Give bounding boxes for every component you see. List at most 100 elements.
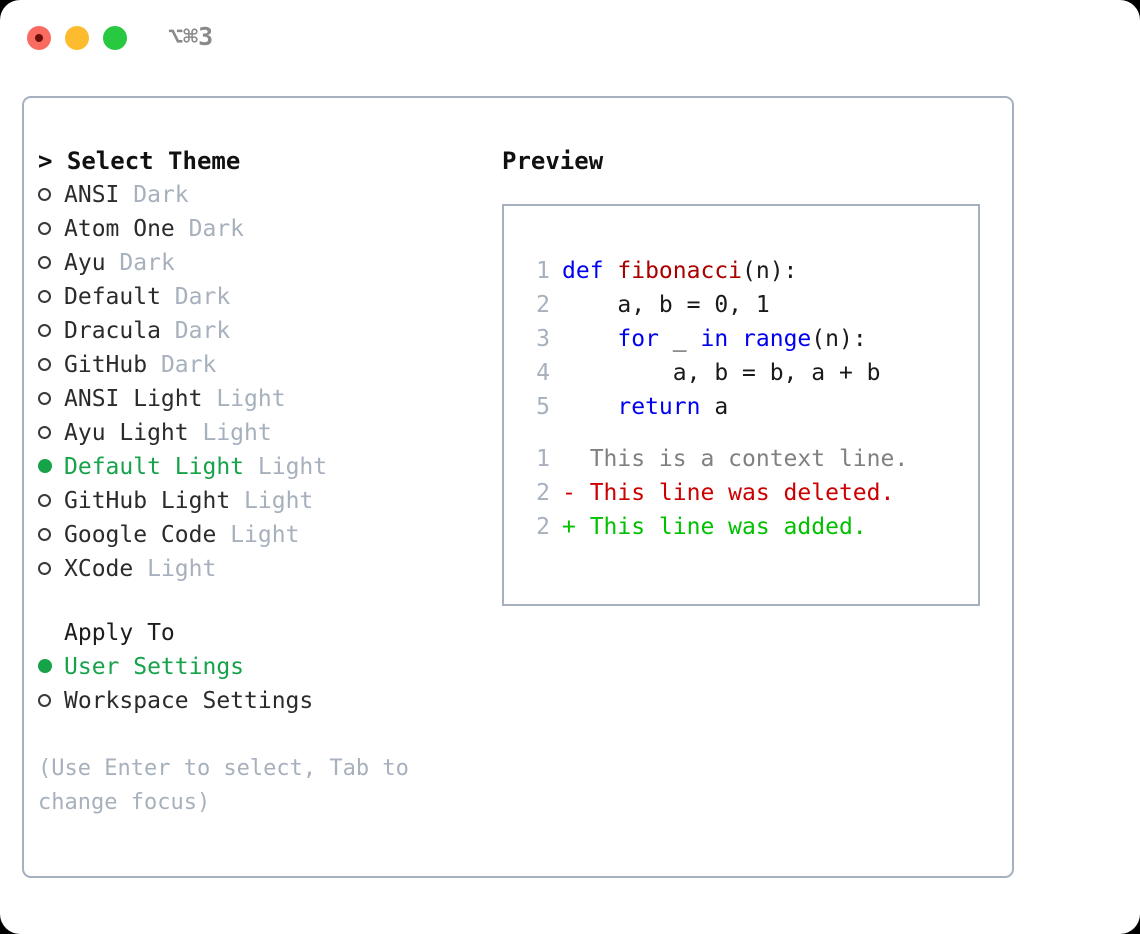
theme-name: XCode xyxy=(64,556,134,582)
line-number: 3 xyxy=(536,326,550,352)
diff-line: 1 This is a context line. xyxy=(522,442,908,476)
radio-marker xyxy=(38,518,64,552)
theme-variant-tag: Light xyxy=(230,522,300,548)
theme-list-item[interactable]: Default Dark xyxy=(38,280,498,314)
radio-empty-icon xyxy=(38,256,51,269)
code-token: _ xyxy=(658,326,701,352)
radio-marker xyxy=(38,450,64,484)
radio-empty-icon xyxy=(38,528,51,541)
close-window-button[interactable] xyxy=(27,26,51,50)
theme-variant-tag: Light xyxy=(216,386,286,412)
radio-marker xyxy=(38,212,64,246)
radio-marker xyxy=(38,684,64,718)
line-number: 4 xyxy=(536,360,550,386)
radio-marker xyxy=(38,280,64,314)
code-token: a, b = b, a + b xyxy=(562,360,881,386)
radio-marker xyxy=(38,416,64,450)
line-number: 2 xyxy=(536,514,550,540)
apply-to-item[interactable]: User Settings xyxy=(38,650,498,684)
theme-list-item[interactable]: Atom One Dark xyxy=(38,212,498,246)
theme-name: GitHub xyxy=(64,352,148,378)
code-line: 5 return a xyxy=(522,390,881,424)
line-number: 1 xyxy=(536,258,550,284)
apply-to-label: Workspace Settings xyxy=(64,688,314,714)
radio-marker xyxy=(38,348,64,382)
theme-list-item[interactable]: Ayu Light Light xyxy=(38,416,498,450)
theme-list-item[interactable]: Default Light Light xyxy=(38,450,498,484)
code-token xyxy=(728,326,742,352)
theme-variant-tag: Dark xyxy=(174,318,231,344)
theme-list-item[interactable]: Dracula Dark xyxy=(38,314,498,348)
radio-empty-icon xyxy=(38,694,51,707)
apply-to-header: Apply To xyxy=(64,620,175,646)
theme-variant-tag: Light xyxy=(244,488,314,514)
line-number: 1 xyxy=(536,446,550,472)
title-bar: ⌥⌘3 xyxy=(0,0,1140,78)
code-token: in xyxy=(700,326,729,352)
theme-list-item[interactable]: ANSI Light Light xyxy=(38,382,498,416)
line-number: 2 xyxy=(536,480,550,506)
maximize-window-button[interactable] xyxy=(103,26,127,50)
keyboard-hint-text: (Use Enter to select, Tab to change focu… xyxy=(38,756,423,815)
keyboard-shortcut-label: ⌥⌘3 xyxy=(168,22,214,51)
radio-marker xyxy=(38,552,64,586)
theme-list-item[interactable]: XCode Light xyxy=(38,552,498,586)
theme-name: Default xyxy=(64,284,161,310)
code-token: a, b = 0, 1 xyxy=(562,292,770,318)
theme-list-item[interactable]: GitHub Light Light xyxy=(38,484,498,518)
theme-variant-tag: Dark xyxy=(119,250,175,276)
code-line: 2 a, b = 0, 1 xyxy=(522,288,881,322)
line-number: 5 xyxy=(536,394,550,420)
theme-list-item[interactable]: GitHub Dark xyxy=(38,348,498,382)
radio-empty-icon xyxy=(38,392,51,405)
radio-selected-icon xyxy=(38,459,52,473)
radio-marker xyxy=(38,314,64,348)
line-number: 2 xyxy=(536,292,550,318)
radio-empty-icon xyxy=(38,290,51,303)
code-token: fibonacci xyxy=(617,258,743,284)
select-theme-header: > Select Theme xyxy=(38,147,241,175)
radio-marker xyxy=(38,484,64,518)
theme-name: ANSI Light xyxy=(64,386,203,412)
theme-variant-tag: Light xyxy=(257,454,328,480)
radio-empty-icon xyxy=(38,562,51,575)
radio-empty-icon xyxy=(38,324,51,337)
theme-list-item[interactable]: Ayu Dark xyxy=(38,246,498,280)
theme-list-item[interactable]: Google Code Light xyxy=(38,518,498,552)
theme-variant-tag: Dark xyxy=(174,284,231,310)
code-token: a xyxy=(700,394,729,420)
code-token: (n): xyxy=(811,326,867,352)
diff-text: This is a context line. xyxy=(562,446,909,472)
theme-variant-tag: Dark xyxy=(133,182,189,208)
apply-to-item[interactable]: Workspace Settings xyxy=(38,684,498,718)
diff-sample: 1 This is a context line.2- This line wa… xyxy=(522,442,908,544)
radio-empty-icon xyxy=(38,358,51,371)
diff-line: 2 + This line was added. xyxy=(522,510,908,544)
theme-list-item[interactable]: ANSI Dark xyxy=(38,178,498,212)
radio-empty-icon xyxy=(38,188,51,201)
apply-to-label: User Settings xyxy=(64,654,245,680)
code-line: 4 a, b = b, a + b xyxy=(522,356,881,390)
diff-text: + This line was added. xyxy=(562,514,867,540)
theme-name: Google Code xyxy=(64,522,217,548)
theme-name: ANSI xyxy=(64,182,120,208)
radio-empty-icon xyxy=(38,426,51,439)
code-token: return xyxy=(617,394,701,420)
theme-name: Dracula xyxy=(64,318,161,344)
code-token: (n): xyxy=(742,258,798,284)
theme-variant-tag: Dark xyxy=(188,216,245,242)
diff-line: 2- This line was deleted. xyxy=(522,476,908,510)
section-spacer xyxy=(38,586,498,616)
code-token: range xyxy=(742,326,812,352)
theme-variant-tag: Light xyxy=(147,556,217,582)
minimize-window-button[interactable] xyxy=(65,26,89,50)
theme-name: Atom One xyxy=(64,216,175,242)
